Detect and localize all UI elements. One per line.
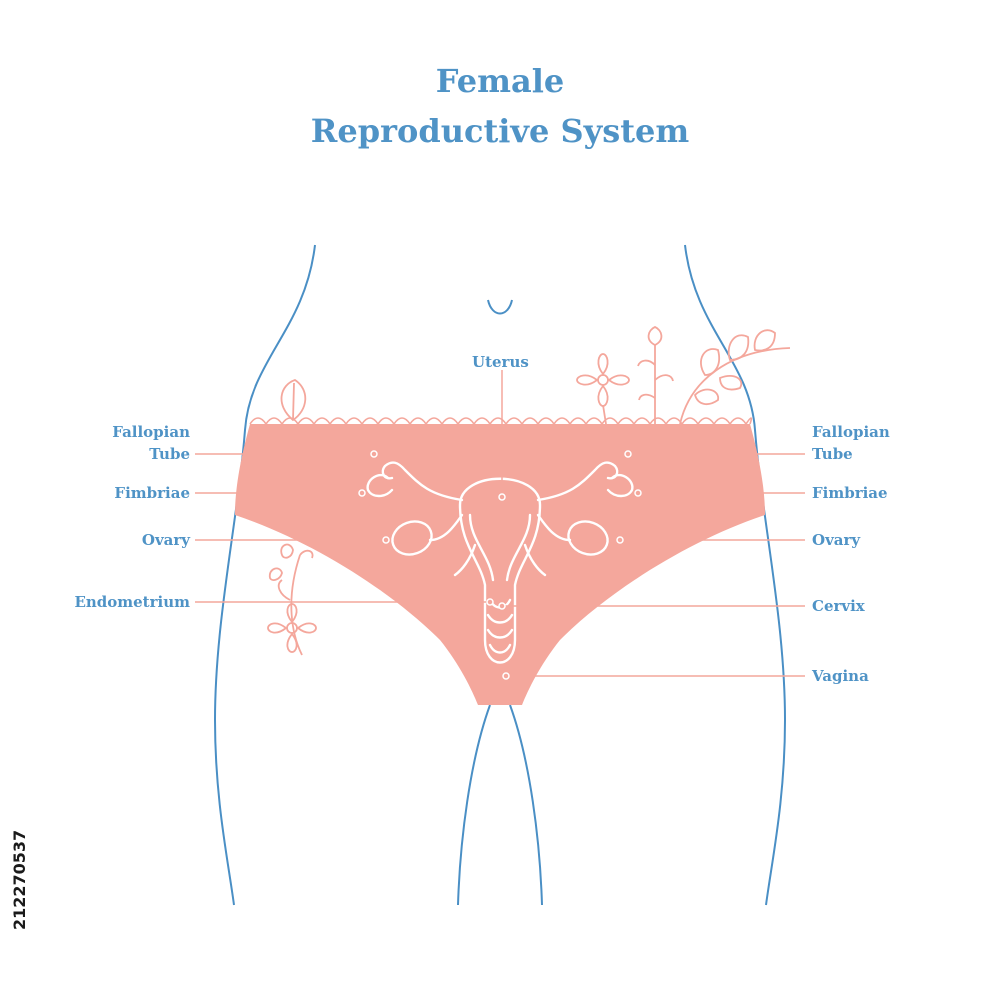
stock-image-id: 212270537 — [10, 829, 29, 930]
fimbriae-right — [606, 473, 634, 498]
navel — [487, 299, 513, 315]
label-fimbriae-right: Fimbriae — [812, 484, 888, 502]
title-line-1: Female — [435, 62, 565, 100]
ovary-left — [391, 520, 433, 556]
label-fallopian-left-1: Fallopian — [112, 423, 190, 441]
uterine-ligaments — [453, 543, 547, 577]
title-line-2: Reproductive System — [310, 112, 690, 150]
vine-left — [290, 554, 303, 656]
right-inner-thigh — [509, 704, 543, 906]
left-inner-thigh — [457, 704, 491, 906]
label-fallopian-right-1: Fallopian — [812, 423, 890, 441]
ovary-right — [567, 520, 609, 556]
label-uterus: Uterus — [472, 353, 529, 371]
label-fallopian-left-2: Tube — [149, 445, 190, 463]
leader-lines — [195, 370, 805, 680]
label-cervix: Cervix — [812, 597, 865, 615]
label-ovary-left: Ovary — [141, 531, 190, 549]
endometrium-lines — [468, 513, 532, 582]
leaf-left — [280, 379, 307, 422]
floral-decoration — [267, 326, 791, 656]
label-ovary-right: Ovary — [812, 531, 861, 549]
uterus-outline — [458, 477, 542, 664]
lace-edge — [249, 417, 753, 426]
left-hip-line — [213, 244, 316, 906]
underwear-garment — [235, 424, 765, 705]
flower-left — [267, 603, 317, 653]
fimbriae-left — [366, 473, 394, 498]
label-fallopian-right-2: Tube — [812, 445, 853, 463]
label-fimbriae-left: Fimbriae — [114, 484, 190, 502]
right-hip-line — [684, 244, 787, 906]
label-vagina: Vagina — [812, 667, 869, 685]
label-endometrium: Endometrium — [74, 593, 190, 611]
flower-right-1 — [576, 353, 630, 407]
body-outline — [213, 244, 787, 906]
